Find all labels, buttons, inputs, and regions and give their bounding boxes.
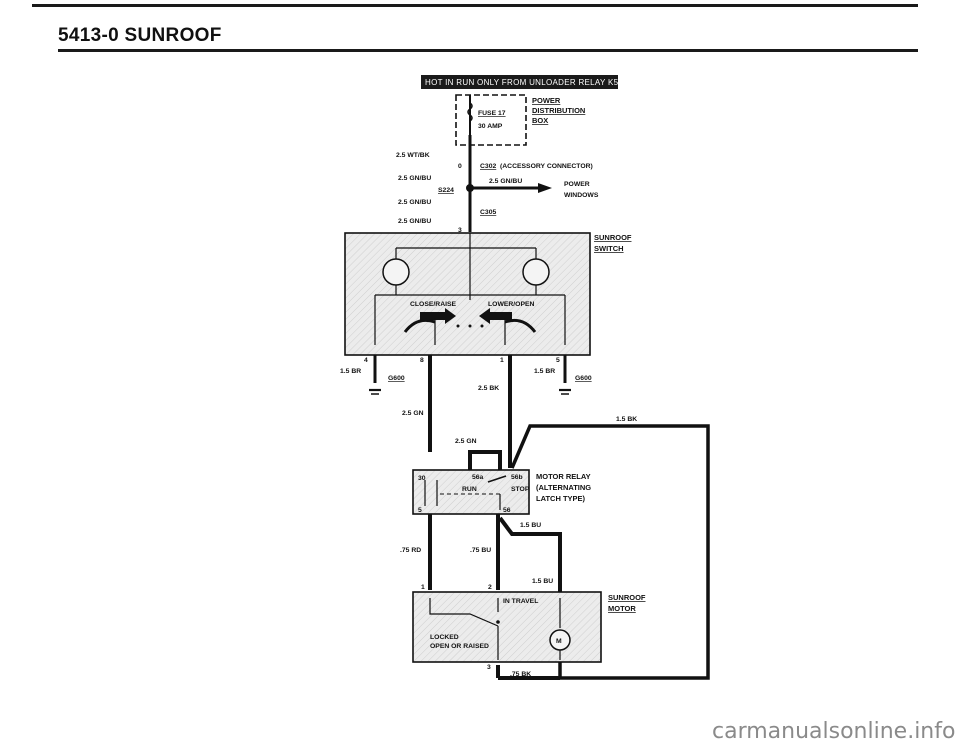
- header-bottom-rule: [58, 49, 918, 52]
- wire-25-wtbk: 2.5 WT/BK: [396, 152, 430, 159]
- relay-pin-30: 30: [418, 475, 426, 482]
- relay-to-motor-wires: [428, 514, 562, 680]
- power-windows-line2: WINDOWS: [564, 192, 599, 199]
- watermark: carmanualsonline.info: [712, 719, 955, 744]
- motor-pin-1: 1: [421, 584, 425, 591]
- wire-25-gn-1: 2.5 GN: [402, 410, 424, 417]
- motor-in-travel: IN TRAVEL: [503, 598, 538, 605]
- switch-lamp-left-icon: [382, 258, 410, 286]
- sunroof-motor-box: [412, 591, 602, 663]
- switch-rocker-right: [504, 318, 537, 333]
- c305-label: C305: [480, 209, 496, 216]
- relay-stop: STOP: [511, 486, 530, 493]
- wire-75-rd: .75 RD: [400, 547, 421, 554]
- switch-pin-4: 4: [364, 357, 368, 364]
- s224-label: S224: [438, 187, 454, 194]
- power-distribution-box: FUSE 17 30 AMP: [455, 94, 527, 146]
- switch-pin-5: 5: [556, 357, 560, 364]
- wire-15-br-left: 1.5 BR: [340, 368, 361, 375]
- hot-in-run-banner-text: HOT IN RUN ONLY FROM UNLOADER RELAY K5: [425, 78, 619, 87]
- motor-locked-1: LOCKED: [430, 634, 459, 641]
- sunroof-switch-title-1: SUNROOF: [594, 233, 632, 242]
- c302-label: C302: [480, 163, 496, 170]
- g600-left: G600: [388, 375, 405, 382]
- fuse-icon: [467, 102, 473, 122]
- wire-25-bk: 2.5 BK: [478, 385, 499, 392]
- pin-0-label: 0: [458, 163, 462, 170]
- wire-15-bk: 1.5 BK: [616, 416, 637, 423]
- page-title: 5413-0 SUNROOF: [58, 25, 222, 46]
- sunroof-switch-box: [344, 232, 591, 356]
- power-box-title: POWER: [532, 96, 561, 105]
- switch-rocker-left: [403, 318, 436, 333]
- switch-lamp-right-icon: [522, 258, 550, 286]
- relay-pin-56b: 56b: [511, 474, 523, 481]
- wire-25-gn-2: 2.5 GN: [455, 438, 477, 445]
- fuse-amp-label: 30 AMP: [478, 123, 503, 130]
- sunroof-switch-title-2: SWITCH: [594, 244, 624, 253]
- switch-pin-8: 8: [420, 357, 424, 364]
- wire-15-br-right: 1.5 BR: [534, 368, 555, 375]
- sunroof-motor-title-2: MOTOR: [608, 604, 636, 613]
- wire-15-bu-a: 1.5 BU: [520, 522, 541, 529]
- header-top-rule: [32, 4, 918, 7]
- power-box-line3: BOX: [532, 116, 548, 125]
- wire-15-bu-b: 1.5 BU: [532, 578, 553, 585]
- motor-relay-title-2: (ALTERNATING: [536, 483, 591, 492]
- motor-locked-2: OPEN OR RAISED: [430, 643, 489, 650]
- motor-m-label: M: [556, 638, 562, 645]
- wire-75-bu: .75 BU: [470, 547, 491, 554]
- top-feed-wire: [466, 135, 552, 232]
- wire-25-gnbu-2: 2.5 GN/BU: [489, 178, 522, 185]
- switch-output-wires: [369, 355, 571, 468]
- relay-pin-5: 5: [418, 507, 422, 514]
- motor-relay-title-3: LATCH TYPE): [536, 494, 586, 503]
- motor-pin-2: 2: [488, 584, 492, 591]
- power-box-line2: DISTRIBUTION: [532, 106, 585, 115]
- close-raise-label: CLOSE/RAISE: [410, 301, 457, 308]
- relay-run: RUN: [462, 486, 477, 493]
- relay-feed-wires: [468, 424, 710, 680]
- pin-3-top: 3: [458, 227, 462, 234]
- relay-pin-56a: 56a: [472, 474, 484, 481]
- motor-relay-box: [412, 469, 530, 515]
- lower-open-label: LOWER/OPEN: [488, 301, 535, 308]
- wire-25-gnbu-3: 2.5 GN/BU: [398, 199, 431, 206]
- hot-in-run-banner: [421, 75, 618, 89]
- relay-pin-56: 56: [503, 507, 511, 514]
- lower-open-arrow-icon: [479, 308, 512, 324]
- switch-pin-1: 1: [500, 357, 504, 364]
- power-windows-line1: POWER: [564, 181, 590, 188]
- wire-25-gnbu-1: 2.5 GN/BU: [398, 175, 431, 182]
- c302-desc: (ACCESSORY CONNECTOR): [500, 163, 593, 170]
- motor-pin-3: 3: [487, 664, 491, 671]
- sunroof-motor-title-1: SUNROOF: [608, 593, 646, 602]
- wire-75-bk: .75 BK: [510, 671, 531, 678]
- fuse-17-label: FUSE 17: [478, 110, 506, 117]
- motor-relay-title-1: MOTOR RELAY: [536, 472, 591, 481]
- wire-25-gnbu-4: 2.5 GN/BU: [398, 218, 431, 225]
- g600-right: G600: [575, 375, 592, 382]
